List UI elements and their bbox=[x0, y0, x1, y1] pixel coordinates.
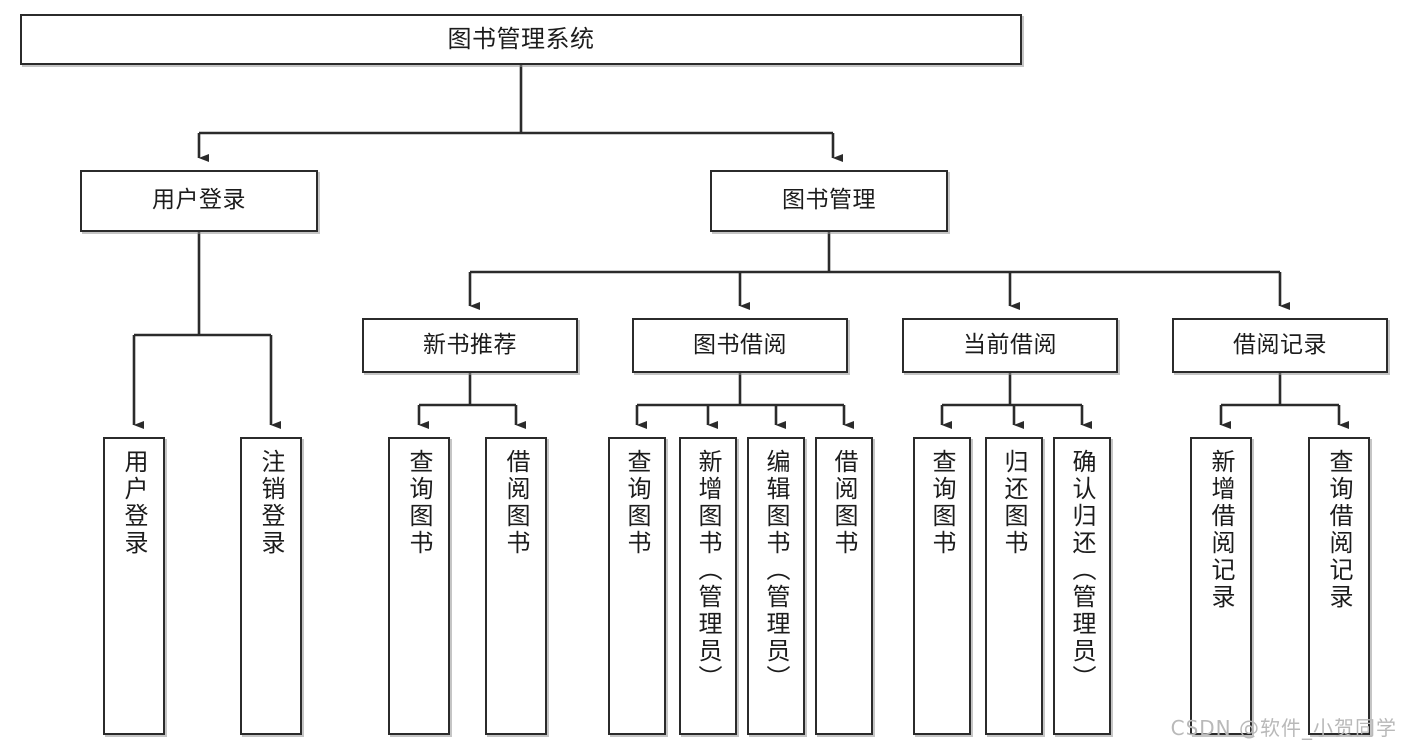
node-book-borrow[interactable]: 图书借阅 bbox=[632, 318, 848, 373]
node-leaf-logout[interactable]: 注销登录 bbox=[240, 437, 302, 735]
node-leaf-add-book-label: 新增图书（管理员） bbox=[694, 449, 722, 692]
node-borrow-record[interactable]: 借阅记录 bbox=[1172, 318, 1388, 373]
node-leaf-add-record-label: 新增借阅记录 bbox=[1207, 449, 1235, 611]
node-leaf-user-login[interactable]: 用户登录 bbox=[103, 437, 165, 735]
node-new-book-recommend[interactable]: 新书推荐 bbox=[362, 318, 578, 373]
node-leaf-borrow-book-2-label: 借阅图书 bbox=[830, 449, 858, 557]
node-leaf-edit-book-label: 编辑图书（管理员） bbox=[762, 449, 790, 692]
node-leaf-query-book-1[interactable]: 查询图书 bbox=[388, 437, 450, 735]
node-leaf-add-record[interactable]: 新增借阅记录 bbox=[1190, 437, 1252, 735]
node-borrow-record-label: 借阅记录 bbox=[1233, 331, 1327, 358]
node-leaf-query-book-2-label: 查询图书 bbox=[623, 449, 651, 557]
node-user-login[interactable]: 用户登录 bbox=[80, 170, 318, 232]
node-root[interactable]: 图书管理系统 bbox=[20, 14, 1022, 65]
node-leaf-confirm-return-label: 确认归还（管理员） bbox=[1068, 449, 1096, 692]
node-leaf-return-book[interactable]: 归还图书 bbox=[985, 437, 1043, 735]
node-leaf-query-book-3-label: 查询图书 bbox=[928, 449, 956, 557]
node-new-book-recommend-label: 新书推荐 bbox=[423, 331, 517, 358]
node-leaf-borrow-book-1[interactable]: 借阅图书 bbox=[485, 437, 547, 735]
node-current-borrow-label: 当前借阅 bbox=[963, 331, 1057, 358]
node-leaf-query-book-2[interactable]: 查询图书 bbox=[608, 437, 666, 735]
node-user-login-label: 用户登录 bbox=[152, 187, 246, 214]
node-leaf-borrow-book-1-label: 借阅图书 bbox=[502, 449, 530, 557]
node-current-borrow[interactable]: 当前借阅 bbox=[902, 318, 1118, 373]
node-book-borrow-label: 图书借阅 bbox=[693, 331, 787, 358]
node-leaf-user-login-label: 用户登录 bbox=[120, 449, 148, 557]
node-leaf-query-record-label: 查询借阅记录 bbox=[1325, 449, 1353, 611]
watermark-text: CSDN @软件_小贺同学 bbox=[1170, 716, 1397, 740]
node-book-manage-label: 图书管理 bbox=[782, 187, 876, 214]
node-leaf-query-record[interactable]: 查询借阅记录 bbox=[1308, 437, 1370, 735]
node-leaf-borrow-book-2[interactable]: 借阅图书 bbox=[815, 437, 873, 735]
node-leaf-query-book-1-label: 查询图书 bbox=[405, 449, 433, 557]
node-leaf-query-book-3[interactable]: 查询图书 bbox=[913, 437, 971, 735]
node-leaf-return-book-label: 归还图书 bbox=[1000, 449, 1028, 557]
node-book-manage[interactable]: 图书管理 bbox=[710, 170, 948, 232]
node-leaf-add-book[interactable]: 新增图书（管理员） bbox=[679, 437, 737, 735]
node-leaf-confirm-return[interactable]: 确认归还（管理员） bbox=[1053, 437, 1111, 735]
node-leaf-edit-book[interactable]: 编辑图书（管理员） bbox=[747, 437, 805, 735]
node-leaf-logout-label: 注销登录 bbox=[257, 449, 285, 557]
node-root-label: 图书管理系统 bbox=[447, 25, 595, 54]
